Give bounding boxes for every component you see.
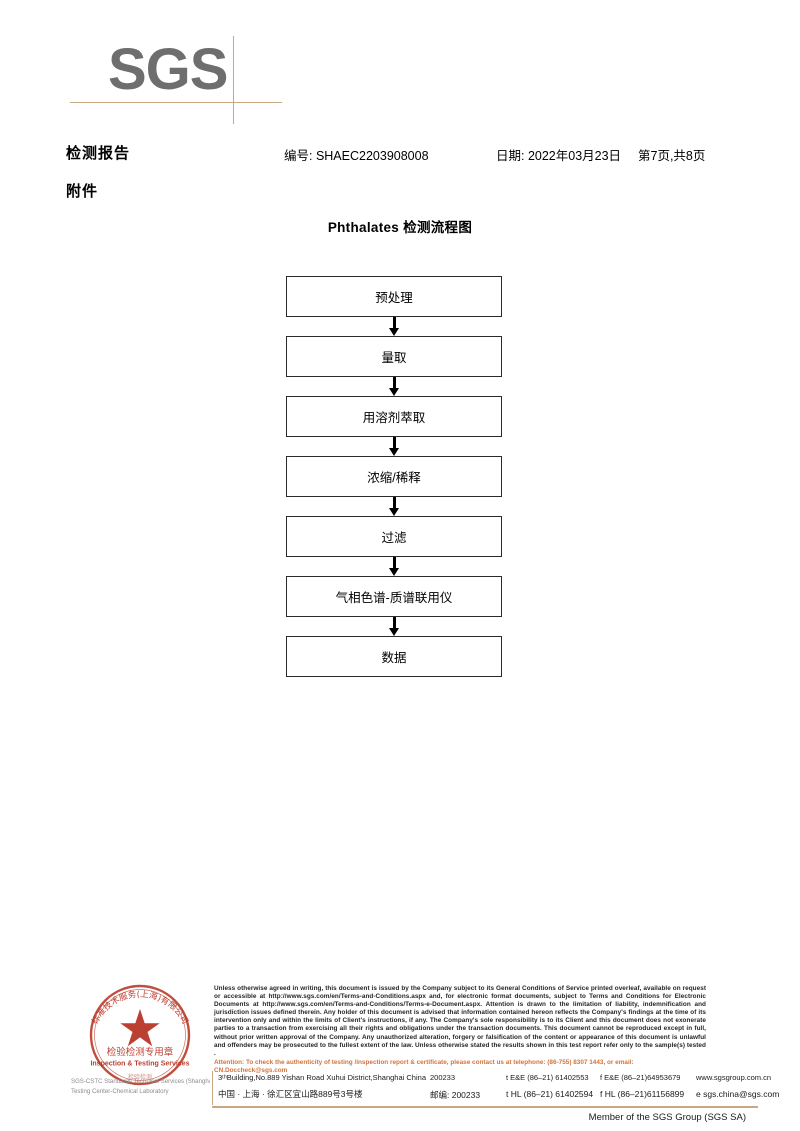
flow-arrow-1 [286, 317, 502, 336]
seal-cn-text: 检验检测专用章 [107, 1046, 174, 1058]
flowchart-title: Phthalates 检测流程图 [327, 220, 473, 235]
flow-node-filtration: 过滤 [286, 516, 502, 557]
address-block: 3ᵗʰBuilding,No.889 Yishan Road Xuhui Dis… [218, 1071, 779, 1103]
address-email: e sgs.china@sgs.com [696, 1089, 780, 1099]
seal-overlay-line2: Testing Center-Chemical Laboratory [71, 1088, 169, 1095]
legal-notice-block: Unless otherwise agreed in writing, this… [214, 985, 706, 1075]
flow-node-pretreatment: 预处理 [286, 276, 502, 317]
address-row-en: 3ᵗʰBuilding,No.889 Yishan Road Xuhui Dis… [218, 1071, 771, 1087]
page-number: 第7页,共8页 [638, 149, 706, 163]
logo-vertical-rule [233, 36, 234, 124]
seal-graphic: 标准技术服务(上海)有限公司 检验检测专用章 Inspection & Test… [71, 984, 210, 1095]
member-of-sgs-group: Member of the SGS Group (SGS SA) [588, 1112, 746, 1123]
flow-arrow-5 [286, 557, 502, 576]
inspection-seal-stamp: 标准技术服务(上海)有限公司 检验检测专用章 Inspection & Test… [70, 975, 210, 1100]
report-date: 日期: 2022年03月23日 [496, 149, 622, 163]
address-fax-ee: f E&E (86–21)64953679 [600, 1073, 681, 1082]
address-tel-ee: t E&E (86–21) 61402553 [506, 1073, 589, 1082]
sgs-wordmark: SGS [108, 37, 228, 102]
flow-arrow-3 [286, 437, 502, 456]
document-footer: 标准技术服务(上海)有限公司 检验检测专用章 Inspection & Test… [0, 975, 800, 1131]
legal-terms-text: Unless otherwise agreed in writing, this… [214, 985, 706, 1057]
sgs-logo: SGS [70, 36, 282, 124]
flow-node-gcms: 气相色谱-质谱联用仪 [286, 576, 502, 617]
flowchart: 预处理 量取 用溶剂萃取 浓缩/稀释 过滤 气相色谱-质谱联用仪 数据 [286, 276, 504, 677]
address-website: www.sgsgroup.com.cn [696, 1073, 772, 1082]
page-title: 检测报告 [66, 145, 131, 162]
address-fax-hl: f HL (86–21)61156899 [600, 1089, 685, 1099]
address-street-cn: 中国 · 上海 · 徐汇区宜山路889号3号楼 [218, 1089, 363, 1099]
address-zip-en: 200233 [430, 1073, 456, 1082]
attachment-label: 附件 [66, 183, 99, 200]
flow-arrow-6 [286, 617, 502, 636]
attention-notice: Attention: To check the authenticity of … [214, 1058, 634, 1074]
footer-rule [212, 1106, 758, 1108]
report-reference-number: 编号: SHAEC2203908008 [284, 149, 429, 163]
address-row-cn: 中国 · 上海 · 徐汇区宜山路889号3号楼 邮编: 200233 t HL … [218, 1087, 779, 1103]
address-tel-hl: t HL (86–21) 61402594 [506, 1089, 594, 1099]
seal-overlay-line1: SGS-CSTC Standards Technical Services (S… [71, 1078, 210, 1085]
flow-node-solvent-extraction: 用溶剂萃取 [286, 396, 502, 437]
flow-node-data: 数据 [286, 636, 502, 677]
document-header: 检测报告 编号: SHAEC2203908008 日期: 2022年03月23日… [66, 142, 756, 168]
flow-arrow-2 [286, 377, 502, 396]
address-street-en: 3ᵗʰBuilding,No.889 Yishan Road Xuhui Dis… [218, 1073, 426, 1082]
address-divider [212, 1071, 213, 1105]
flow-arrow-4 [286, 497, 502, 516]
flow-node-concentrate-dilute: 浓缩/稀释 [286, 456, 502, 497]
seal-en-text: Inspection & Testing Services [90, 1061, 189, 1068]
logo-horizontal-rule [70, 102, 282, 103]
svg-text:检验检测: 检验检测 [128, 1073, 152, 1081]
address-zip-cn: 邮编: 200233 [430, 1090, 481, 1100]
flow-node-measure: 量取 [286, 336, 502, 377]
